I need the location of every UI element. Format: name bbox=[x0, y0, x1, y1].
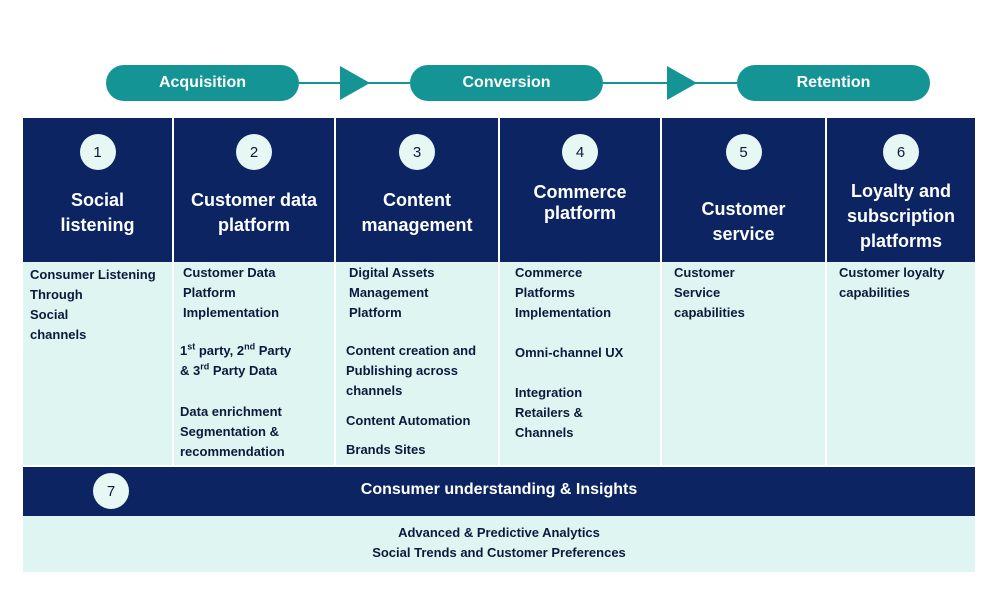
column-header: 3 Content management bbox=[336, 118, 498, 262]
item-content-automation: Content Automation bbox=[346, 413, 471, 428]
step-number: 5 bbox=[725, 134, 762, 170]
flow-arrow-2-icon bbox=[667, 66, 697, 100]
column-title: Content management bbox=[361, 190, 473, 235]
column-social-listening: 1 Social listening Consumer Listening Th… bbox=[23, 118, 172, 465]
column-customer-data-platform: 2 Customer data platform Customer Data P… bbox=[174, 118, 334, 465]
item-omni-channel: Omni-channel UX bbox=[515, 345, 624, 360]
insights-line-trends: Social Trends and Customer Preferences bbox=[372, 545, 626, 560]
column-loyalty-subscription: 6 Loyalty and subscription platforms Cus… bbox=[827, 118, 975, 465]
item-data-enrichment: Data enrichment Segmentation & recommend… bbox=[180, 404, 285, 459]
item-customer-loyalty: Customer loyalty capabilities bbox=[839, 265, 945, 300]
item-consumer-listening: Consumer Listening Through Social channe… bbox=[30, 267, 156, 342]
step-number: 6 bbox=[883, 134, 919, 170]
insights-band-body: Advanced & Predictive Analytics Social T… bbox=[23, 516, 975, 572]
column-title: Customer data platform bbox=[190, 190, 318, 235]
item-cdp-implementation: Customer Data Platform Implementation bbox=[183, 265, 280, 320]
column-header: 2 Customer data platform bbox=[174, 118, 334, 262]
flow-arrow-1-icon bbox=[340, 66, 370, 100]
step-number: 4 bbox=[562, 134, 598, 170]
column-title: Commerce platform bbox=[533, 182, 627, 223]
step-number: 1 bbox=[79, 134, 116, 170]
column-body: Customer Service capabilities bbox=[662, 262, 825, 465]
column-content-management: 3 Content management Digital Assets Mana… bbox=[336, 118, 498, 465]
insights-line-analytics: Advanced & Predictive Analytics bbox=[398, 525, 600, 540]
item-integration: Integration Retailers & Channels bbox=[515, 385, 583, 440]
column-body: Customer loyalty capabilities bbox=[827, 262, 975, 465]
item-brands-sites: Brands Sites bbox=[346, 442, 426, 457]
insights-title: Consumer understanding & Insights bbox=[360, 481, 638, 498]
step-number: 2 bbox=[236, 134, 272, 170]
item-digital-assets: Digital Assets Management Platform bbox=[349, 265, 435, 320]
stage-retention: Retention bbox=[737, 65, 930, 101]
item-party-data: 1st party, 2nd Party & 3rd Party Data bbox=[180, 341, 292, 378]
item-commerce-implementation: Commerce Platforms Implementation bbox=[515, 265, 612, 320]
stage-acquisition: Acquisition bbox=[106, 65, 299, 101]
column-title: Social listening bbox=[60, 190, 135, 235]
column-body: Digital Assets Management Platform Conte… bbox=[336, 262, 498, 465]
column-customer-service: 5 Customer service Customer Service capa… bbox=[662, 118, 825, 465]
column-header: 4 Commerce platform bbox=[500, 118, 660, 262]
column-title: Customer service bbox=[701, 199, 786, 244]
column-title: Loyalty and subscription platforms bbox=[846, 181, 955, 251]
step-number: 3 bbox=[399, 134, 435, 170]
insights-band-header: 7 Consumer understanding & Insights bbox=[23, 467, 975, 516]
step-number: 7 bbox=[93, 473, 129, 509]
column-body: Consumer Listening Through Social channe… bbox=[23, 262, 172, 465]
stage-conversion: Conversion bbox=[410, 65, 603, 101]
item-customer-service: Customer Service capabilities bbox=[674, 265, 745, 320]
column-header: 5 Customer service bbox=[662, 118, 825, 262]
column-header: 1 Social listening bbox=[23, 118, 172, 262]
column-header: 6 Loyalty and subscription platforms bbox=[827, 118, 975, 262]
column-body: Commerce Platforms Implementation Omni-c… bbox=[500, 262, 660, 465]
column-commerce-platform: 4 Commerce platform Commerce Platforms I… bbox=[500, 118, 660, 465]
column-body: Customer Data Platform Implementation 1s… bbox=[174, 262, 334, 465]
item-content-creation: Content creation and Publishing across c… bbox=[346, 343, 477, 398]
